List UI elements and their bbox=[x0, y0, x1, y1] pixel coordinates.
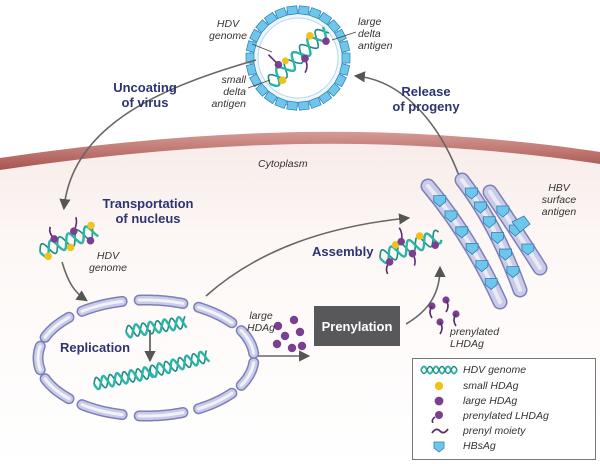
assembly-label: Assembly bbox=[312, 244, 374, 259]
legend-row-hbsag: HBsAg bbox=[419, 439, 496, 453]
release-arrow bbox=[353, 71, 463, 185]
transportation-label: Transportation of nucleus bbox=[102, 196, 194, 226]
nucleus-genome-label: HDV genome bbox=[89, 250, 127, 274]
legend-row-prenyl-moiety: prenyl moiety bbox=[419, 424, 525, 438]
legend-label: large HDAg bbox=[463, 395, 518, 407]
genome-transport bbox=[39, 216, 99, 261]
legend-label: prenyl moiety bbox=[463, 425, 526, 437]
legend-row-prenylated-lhdag: prenylated LHDAg bbox=[419, 409, 549, 423]
legend-label: HBsAg bbox=[463, 440, 496, 452]
virion-genome-label: HDV genome bbox=[209, 18, 247, 42]
legend-label: HDV genome bbox=[463, 364, 527, 376]
genome-replication-3 bbox=[92, 366, 154, 391]
genome-replication-1 bbox=[124, 315, 188, 339]
virion bbox=[245, 5, 357, 111]
cell-membrane bbox=[0, 131, 600, 170]
nucleus-membrane bbox=[32, 294, 260, 422]
to-assembly-arrow bbox=[405, 265, 446, 325]
yellow-dot-icon bbox=[419, 379, 459, 393]
uncoating-arrow bbox=[59, 59, 257, 211]
large-hdag-cluster bbox=[272, 315, 307, 353]
legend-row-hdv-genome: HDV genome bbox=[419, 363, 526, 377]
hbv-surface-antigen-label: HBV surface antigen bbox=[541, 182, 577, 218]
legend: HDV genome small HDAg large HDAg prenyla… bbox=[412, 358, 596, 460]
prenylated-lhdag-label: prenylated LHDAg bbox=[450, 326, 500, 350]
helix-icon bbox=[419, 363, 459, 377]
uncoating-label: Uncoating of virus bbox=[113, 80, 177, 110]
prenylation-box: Prenylation bbox=[314, 306, 400, 346]
small-delta-antigen-label: small delta antigen bbox=[211, 74, 246, 110]
prenylated-icon bbox=[419, 409, 459, 423]
hbsag-loose bbox=[511, 215, 531, 233]
replication-label: Replication bbox=[60, 340, 131, 355]
cytoplasm-label: Cytoplasm bbox=[258, 158, 308, 170]
nucleus-entry-arrow bbox=[61, 261, 88, 302]
genome-assembly bbox=[379, 227, 443, 275]
release-label: Release of progeny bbox=[392, 84, 460, 114]
hbsag-icon bbox=[419, 439, 459, 453]
prenylated-lhdag-cluster bbox=[428, 296, 460, 335]
legend-label: prenylated LHDAg bbox=[463, 410, 549, 422]
large-hdag-label: large HDAg bbox=[246, 310, 275, 334]
export-arrow bbox=[205, 213, 411, 297]
legend-row-small-hdag: small HDAg bbox=[419, 379, 518, 393]
legend-row-large-hdag: large HDAg bbox=[419, 394, 517, 408]
genome-replication-2 bbox=[149, 350, 211, 378]
purple-dot-icon bbox=[419, 394, 459, 408]
legend-label: small HDAg bbox=[463, 380, 519, 392]
er-membranes bbox=[420, 172, 548, 310]
prenyl-moiety-icon bbox=[419, 424, 459, 438]
large-delta-antigen-label: large delta antigen bbox=[358, 16, 393, 52]
